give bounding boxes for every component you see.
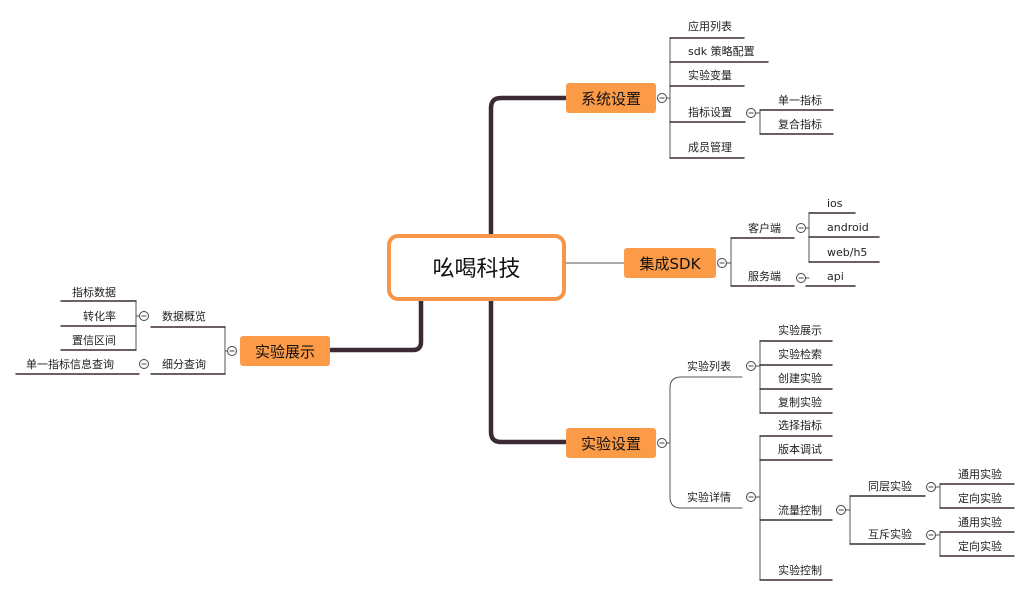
sdk-client-items: ios android web/h5 [808, 197, 880, 263]
display-overview-label[interactable]: 数据概览 [162, 309, 206, 323]
collapse-toggle-traffic[interactable] [836, 505, 846, 515]
collapse-toggle-experiment[interactable] [657, 438, 667, 448]
sdk-client: 客户端 [730, 221, 795, 239]
system-items: 应用列表 sdk 策略配置 实验变量 指标设置 成员管理 [669, 19, 769, 159]
system-item-sdk-policy[interactable]: sdk 策略配置 [688, 44, 755, 58]
branch-sdk[interactable]: 集成SDK [624, 248, 716, 278]
sdk-client-label[interactable]: 客户端 [748, 221, 781, 235]
traffic-exclusive[interactable]: 互斥实验 [868, 527, 912, 541]
exclusive-general[interactable]: 通用实验 [958, 515, 1002, 529]
same-layer-items: 通用实验 定向实验 [939, 467, 1015, 509]
center-topic-label: 吆喝科技 [432, 257, 520, 282]
experiment-list-show[interactable]: 实验展示 [778, 323, 822, 337]
traffic-same-layer[interactable]: 同层实验 [868, 479, 912, 493]
sdk-server-items: api [805, 270, 856, 287]
overview-conversion[interactable]: 转化率 [83, 309, 116, 323]
experiment-detail-label[interactable]: 实验详情 [687, 490, 731, 504]
collapse-toggle-exclusive[interactable] [926, 530, 936, 540]
experiment-list-items: 实验展示 实验检索 创建实验 复制实验 [759, 323, 833, 414]
sdk-client-web[interactable]: web/h5 [827, 246, 867, 259]
experiment-list-node: 实验列表 [687, 359, 731, 373]
detail-version-debug[interactable]: 版本调试 [778, 442, 822, 456]
collapse-toggle-system[interactable] [657, 93, 667, 103]
detail-select-metric[interactable]: 选择指标 [778, 418, 822, 432]
branch-experiment-display[interactable]: 实验展示 [240, 336, 330, 366]
experiment-list-label[interactable]: 实验列表 [687, 359, 731, 373]
traffic-items: 同层实验 互斥实验 [849, 479, 926, 545]
experiment-list-create[interactable]: 创建实验 [778, 371, 822, 385]
sdk-server-label[interactable]: 服务端 [748, 270, 781, 283]
display-breakdown-label[interactable]: 细分查询 [162, 357, 206, 371]
branch-system-settings-label: 系统设置 [581, 90, 641, 108]
experiment-detail-node: 实验详情 [687, 490, 731, 504]
sdk-server: 服务端 [730, 270, 795, 287]
overview-metric-data[interactable]: 指标数据 [72, 285, 116, 299]
sdk-client-ios[interactable]: ios [827, 197, 843, 210]
breakdown-single-metric[interactable]: 单一指标信息查询 [26, 357, 114, 371]
system-item-app-list[interactable]: 应用列表 [688, 19, 732, 33]
system-item-metrics[interactable]: 指标设置 [688, 105, 732, 119]
experiment-list-copy[interactable]: 复制实验 [778, 395, 822, 409]
collapse-toggle-server[interactable] [796, 273, 806, 283]
collapse-toggle-metrics[interactable] [746, 108, 756, 118]
detail-traffic-control[interactable]: 流量控制 [778, 503, 822, 517]
overview-items: 指标数据 转化率 置信区间 [60, 285, 137, 351]
breakdown-items: 单一指标信息查询 [15, 357, 140, 375]
branch-experiment-settings[interactable]: 实验设置 [566, 428, 656, 458]
exclusive-items: 通用实验 定向实验 [939, 515, 1015, 557]
collapse-toggle-same-layer[interactable] [926, 482, 936, 492]
collapse-toggle-sdk[interactable] [717, 258, 727, 268]
main-connectors [327, 95, 625, 445]
collapse-toggle-breakdown[interactable] [139, 359, 149, 369]
experiment-detail-items: 选择指标 版本调试 流量控制 实验控制 [759, 418, 833, 581]
collapse-toggle-experiment-list[interactable] [746, 361, 756, 371]
collapse-toggle-experiment-detail[interactable] [746, 492, 756, 502]
branch-system-settings[interactable]: 系统设置 [566, 83, 656, 113]
system-item-variables[interactable]: 实验变量 [688, 68, 732, 82]
metric-composite[interactable]: 复合指标 [778, 117, 822, 131]
collapse-toggle-overview[interactable] [139, 311, 149, 321]
branch-experiment-display-label: 实验展示 [255, 343, 315, 361]
collapse-toggle-client[interactable] [796, 223, 806, 233]
same-layer-general[interactable]: 通用实验 [958, 467, 1002, 481]
detail-experiment-control[interactable]: 实验控制 [778, 563, 822, 577]
experiment-list-search[interactable]: 实验检索 [778, 347, 822, 361]
metric-single[interactable]: 单一指标 [778, 93, 822, 107]
sdk-client-android[interactable]: android [827, 221, 869, 234]
exclusive-targeted[interactable]: 定向实验 [958, 539, 1002, 553]
branch-sdk-label: 集成SDK [640, 255, 702, 273]
display-overview: 数据概览 细分查询 [150, 309, 226, 375]
metric-items: 单一指标 复合指标 [759, 93, 834, 135]
same-layer-targeted[interactable]: 定向实验 [958, 491, 1002, 505]
collapse-toggle-display[interactable] [227, 346, 237, 356]
overview-confidence[interactable]: 置信区间 [72, 334, 116, 347]
sdk-server-api[interactable]: api [827, 270, 844, 283]
branch-experiment-settings-label: 实验设置 [581, 435, 641, 453]
system-item-members[interactable]: 成员管理 [688, 140, 732, 154]
center-topic[interactable]: 吆喝科技 [387, 234, 566, 301]
